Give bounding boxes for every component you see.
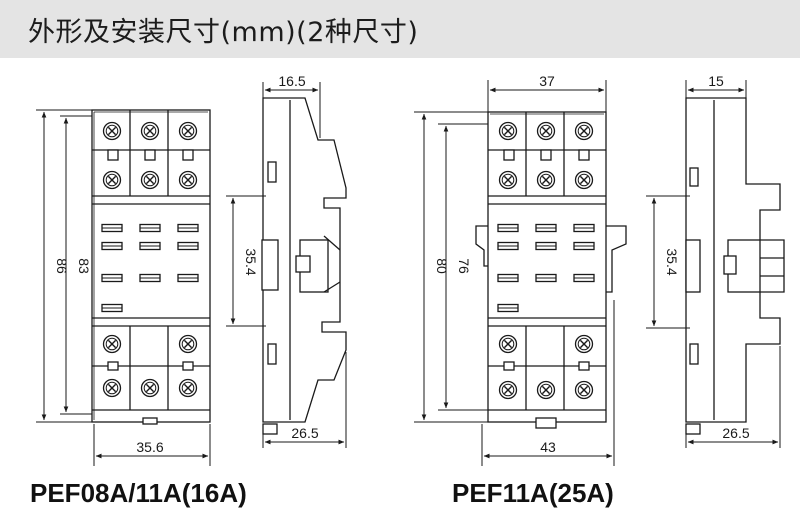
left-side-35-4: 35.4 [243,248,259,275]
right-width-43: 43 [540,439,556,455]
left-width-35-6: 35.6 [136,439,163,455]
left-side-view [261,97,347,435]
right-model-label: PEF11A(25A) [452,478,614,508]
left-dimension-lines [36,109,211,466]
left-side-26-5: 26.5 [291,425,318,441]
left-front-view [91,109,211,425]
left-height-86: 86 [54,258,70,274]
page-title: 外形及安装尺寸(mm)(2种尺寸) [28,17,419,48]
right-dimension-lines [414,80,615,466]
left-model-label: PEF08A/11A(16A) [30,478,247,508]
right-side-26-5: 26.5 [722,425,749,441]
right-height-80: 80 [434,258,450,274]
right-front-view [475,111,627,429]
right-side-35-4: 35.4 [664,248,680,275]
right-side-view [685,97,785,435]
right-side-dimension-lines [646,80,781,448]
right-side-15: 15 [708,73,724,89]
header-banner: 外形及安装尺寸(mm)(2种尺寸) [0,0,800,58]
left-height-83: 83 [76,258,92,274]
right-height-76: 76 [456,258,472,274]
right-width-37: 37 [539,73,555,89]
left-side-dimension-lines [226,82,347,448]
left-side-16-5: 16.5 [278,73,305,89]
